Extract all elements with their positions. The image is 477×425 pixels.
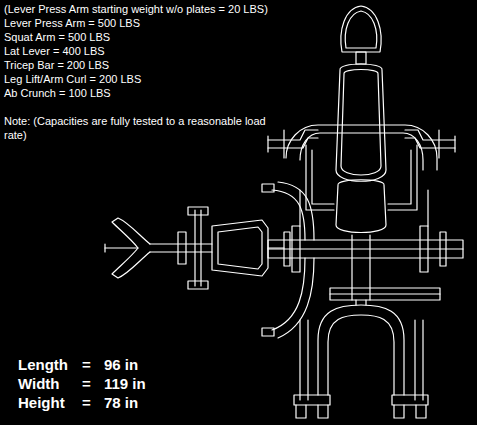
capacity-line: Squat Arm = 500 LBS xyxy=(4,30,110,44)
dimension-equals: = xyxy=(82,393,91,412)
capacity-note: (Lever Press Arm starting weight w/o pla… xyxy=(4,2,268,16)
note-text: Note: (Capacities are fully tested to a … xyxy=(4,114,266,142)
dimension-value: 119 in xyxy=(104,374,146,393)
dimension-equals: = xyxy=(82,355,91,374)
capacity-line: Lever Press Arm = 500 LBS xyxy=(4,16,140,30)
dimension-name: Width xyxy=(18,374,60,393)
capacity-line: Leg Lift/Arm Curl = 200 LBS xyxy=(4,72,141,86)
dimension-name: Height xyxy=(18,393,65,412)
dimension-value: 96 in xyxy=(104,355,138,374)
dimension-value: 78 in xyxy=(104,393,138,412)
dimension-name: Length xyxy=(18,355,68,374)
dimension-equals: = xyxy=(82,374,91,393)
capacity-line: Lat Lever = 400 LBS xyxy=(4,44,105,58)
capacity-line: Ab Crunch = 100 LBS xyxy=(4,86,111,100)
capacity-line: Tricep Bar = 200 LBS xyxy=(4,58,109,72)
